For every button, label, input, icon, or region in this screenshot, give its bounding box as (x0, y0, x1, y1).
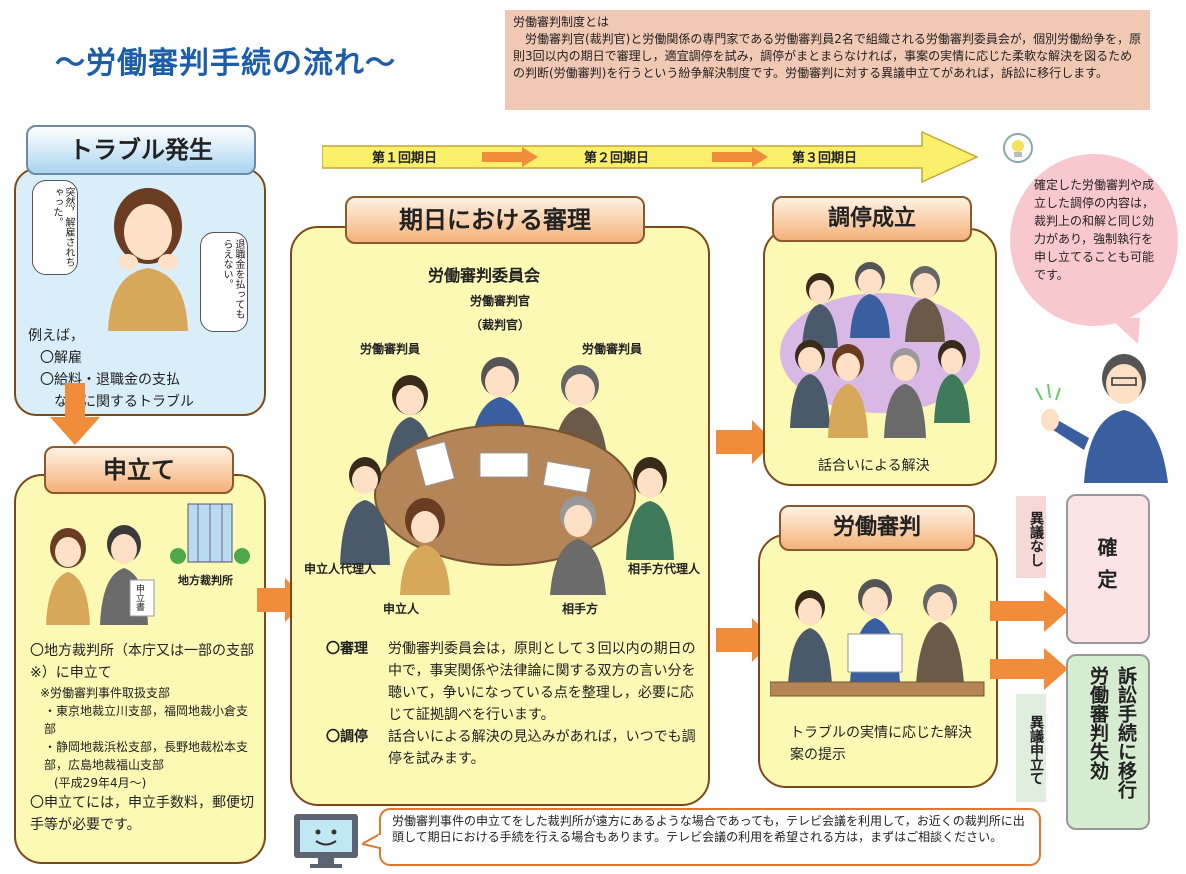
hearing-explanation: 〇審理 労働審判委員会は，原則として３回以内の期日の中で，事実関係や法律論に関す… (326, 641, 696, 767)
timeline-day-3: 第３回期日 (792, 151, 858, 166)
respondent-label: 相手方 (562, 602, 599, 616)
info-body: 労働審判官(裁判官)と労働関係の専門家である労働審判員2名で組織される労働審判委… (513, 32, 1142, 80)
filing-text: 〇地方裁判所（本庁又は一部の支部※）に申立て ※労働審判事件取扱支部 ・東京地裁… (30, 643, 254, 833)
system-description-box: 労働審判制度とは 労働審判官(裁判官)と労働関係の専門家である労働審判員2名で組… (505, 10, 1150, 110)
tv-note-text: 労働審判事件の申立てをした裁判所が遠方にあるような場合であっても，テレビ会議を利… (392, 814, 1025, 844)
hearing-header: 期日における審理 (345, 196, 645, 244)
arrow-to-mediation-icon (716, 420, 774, 468)
mediation-caption: 話合いによる解決 (818, 458, 930, 474)
arrow-to-final-icon (990, 590, 1068, 636)
timeline-arrow-icon (321, 130, 979, 184)
page-title: ～労働審判手続の流れ～ (55, 46, 396, 81)
judge-label: 労働審判官 (470, 294, 531, 308)
court-building-icon (170, 500, 250, 574)
timeline-day-1: 第１回期日 (372, 151, 438, 166)
lightbulb-icon (998, 128, 1038, 172)
judgment-panel-illustration (769, 572, 990, 716)
trouble-header: トラブル発生 (26, 125, 256, 175)
applicant-illustration: 申立書 (40, 520, 160, 629)
final-box: 確定 (1066, 494, 1150, 644)
speech-bubble-fired: 突然，解雇されちゃった。 (32, 180, 78, 275)
no-objection-label: 異議なし (1016, 496, 1046, 578)
judge-sub-label: （裁判官） (470, 318, 531, 332)
mediation-header: 調停成立 (772, 196, 972, 242)
member-left-label: 労働審判員 (360, 342, 421, 356)
objection-label: 異議申立て (1016, 694, 1046, 802)
judgment-header: 労働審判 (779, 505, 975, 551)
narrator-man-illustration (1034, 348, 1174, 487)
arrow-to-lawsuit-icon (990, 648, 1068, 694)
narrator-speech-bubble: 確定した労働審判や成立した調停の内容は，裁判上の和解と同じ効力があり，強制執行を… (1010, 148, 1178, 344)
tv-monitor-icon (292, 812, 360, 874)
respondent-agent-label: 相手方代理人 (628, 562, 701, 576)
mediation-illustration (780, 258, 980, 452)
document-label: 申立書 (134, 584, 144, 611)
timeline-day-2: 第２回期日 (584, 151, 650, 166)
worried-woman-illustration (98, 186, 198, 335)
member-right-label: 労働審判員 (582, 342, 643, 356)
judgment-caption: トラブルの実情に応じた解決案の提示 (790, 725, 972, 763)
committee-label: 労働審判委員会 (428, 266, 541, 285)
timeline: 第１回期日 第２回期日 第３回期日 (321, 130, 982, 184)
hearing-table-illustration (330, 355, 690, 599)
lawsuit-box: 訴訟手続に移行 労働審判失効 (1066, 654, 1150, 830)
court-label: 地方裁判所 (178, 574, 233, 587)
arrow-down-icon (50, 383, 100, 449)
applicant-label: 申立人 (383, 602, 420, 616)
speech-bubble-severance: 退職金を払ってもらえない。 (200, 232, 248, 332)
narrator-speech-text: 確定した労働審判や成立した調停の内容は，裁判上の和解と同じ効力があり，強制執行を… (1034, 178, 1155, 282)
info-heading: 労働審判制度とは (513, 15, 610, 29)
filing-header: 申立て (44, 446, 234, 494)
applicant-agent-label: 申立人代理人 (304, 562, 377, 576)
tv-conference-note: 労働審判事件の申立てをした裁判所が遠方にあるような場合であっても，テレビ会議を利… (362, 808, 1042, 868)
